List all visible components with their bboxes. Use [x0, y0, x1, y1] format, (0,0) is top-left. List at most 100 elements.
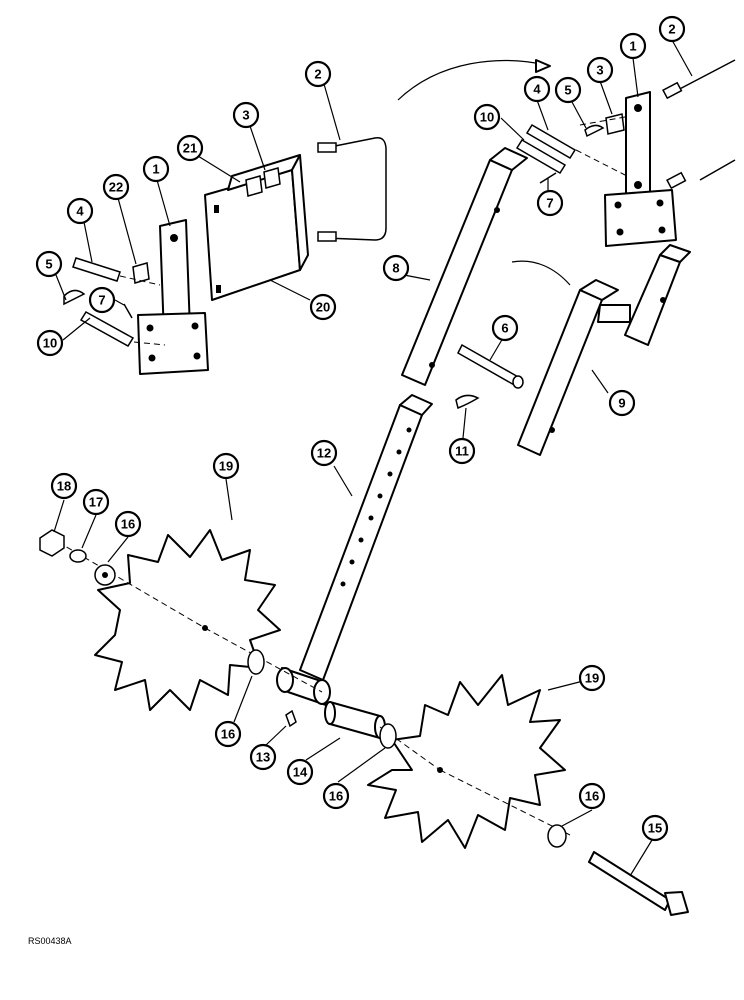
- washer-16-far: [547, 824, 567, 848]
- pin-right-2: [515, 138, 567, 175]
- callout-20: 20: [309, 293, 337, 321]
- callout-16-far: 16: [578, 782, 606, 810]
- callout-9: 9: [608, 389, 636, 417]
- pin-left-2: [79, 310, 135, 348]
- svg-text:10: 10: [480, 110, 494, 125]
- clip-right: [584, 124, 605, 138]
- callout-18: 18: [50, 472, 78, 500]
- callout-22: 22: [102, 173, 130, 201]
- svg-text:3: 3: [242, 108, 249, 123]
- svg-text:3: 3: [596, 63, 603, 78]
- svg-text:16: 16: [221, 727, 235, 742]
- pin-6: [457, 343, 521, 388]
- tube-12: [276, 394, 433, 706]
- svg-text:18: 18: [57, 479, 71, 494]
- svg-text:13: 13: [256, 750, 270, 765]
- motion-arrowhead-top: [535, 59, 551, 73]
- callout-5-left: 5: [35, 250, 63, 278]
- callout-10-right: 10: [473, 103, 501, 131]
- svg-text:11: 11: [455, 444, 469, 459]
- nut-left-3: [263, 167, 281, 189]
- callout-21: 21: [176, 134, 204, 162]
- callout-14: 14: [286, 758, 314, 786]
- callout-16-left: 16: [114, 510, 142, 538]
- clamp-plate-left: [137, 312, 209, 375]
- svg-text:6: 6: [501, 321, 508, 336]
- bracket-9: [517, 244, 691, 456]
- svg-text:17: 17: [89, 495, 103, 510]
- washer-16-right: [379, 723, 397, 749]
- hardware-left: [39, 529, 567, 848]
- callout-1-left: 1: [142, 155, 170, 183]
- bolt-15: [588, 851, 689, 916]
- svg-text:15: 15: [648, 821, 662, 836]
- callout-8: 8: [382, 254, 410, 282]
- svg-text:21: 21: [183, 141, 197, 156]
- callout-11: 11: [448, 437, 476, 465]
- callout-5-right: 5: [554, 76, 582, 104]
- u-bolt-left: [324, 136, 387, 241]
- callout-19-right: 19: [578, 664, 606, 692]
- callout-3-right: 3: [586, 56, 614, 84]
- u-bolt-thread-left-1: [317, 142, 337, 153]
- svg-text:12: 12: [317, 446, 331, 461]
- svg-text:4: 4: [533, 82, 541, 97]
- u-bolt-thread-left-2: [317, 231, 337, 242]
- svg-text:16: 16: [585, 789, 599, 804]
- svg-text:4: 4: [76, 204, 84, 219]
- upper-right-bracket-assembly: [515, 59, 736, 247]
- svg-text:10: 10: [43, 336, 57, 351]
- u-bolt-thread-right-2: [666, 171, 687, 190]
- clip-left: [63, 289, 86, 306]
- reference-code: RS00438A: [28, 936, 72, 946]
- nut-18: [39, 529, 65, 557]
- svg-text:9: 9: [618, 396, 625, 411]
- motion-arrow-top: [397, 60, 547, 101]
- callout-12: 12: [310, 439, 338, 467]
- callout-4-left: 4: [66, 197, 94, 225]
- callout-1-right: 1: [619, 32, 647, 60]
- nut-left-22: [132, 262, 150, 284]
- washer-16-mid: [247, 649, 265, 675]
- pin-right-1: [525, 123, 577, 160]
- svg-text:7: 7: [546, 196, 553, 211]
- u-bolt-right: [671, 59, 736, 181]
- callout-2-left: 2: [304, 60, 332, 88]
- housing-side: [291, 154, 309, 271]
- svg-text:16: 16: [329, 789, 343, 804]
- callout-16-mid: 16: [214, 720, 242, 748]
- svg-text:1: 1: [152, 162, 159, 177]
- svg-text:16: 16: [121, 517, 135, 532]
- u-bolt-thread-right-1: [662, 81, 683, 100]
- svg-text:22: 22: [109, 180, 123, 195]
- callout-7-right: 7: [536, 189, 564, 217]
- assembly-lines-right: [575, 116, 626, 176]
- tube-8: [401, 147, 528, 386]
- svg-text:19: 19: [219, 459, 233, 474]
- nut-right: [605, 113, 625, 135]
- upper-left-bracket-assembly: [63, 136, 387, 375]
- clip-11: [455, 394, 480, 410]
- grease-fitting-13: [285, 709, 297, 728]
- pin-left-1: [72, 257, 121, 282]
- svg-text:5: 5: [45, 257, 52, 272]
- callout-7-left: 7: [88, 286, 116, 314]
- spiked-wheel-left: [94, 529, 281, 711]
- callout-4-right: 4: [523, 75, 551, 103]
- callout-16-right: 16: [322, 782, 350, 810]
- svg-text:14: 14: [293, 765, 308, 780]
- pin-6-head: [512, 375, 524, 389]
- svg-text:7: 7: [98, 293, 105, 308]
- leader-lines: [53, 39, 693, 877]
- callout-19-left: 19: [212, 452, 240, 480]
- svg-text:2: 2: [314, 67, 321, 82]
- lockwasher-17: [69, 549, 87, 563]
- svg-text:8: 8: [392, 261, 399, 276]
- nut-left-21: [245, 175, 263, 197]
- spacer-14: [324, 701, 386, 739]
- callout-17: 17: [82, 488, 110, 516]
- svg-text:20: 20: [316, 300, 330, 315]
- svg-text:1: 1: [629, 39, 636, 54]
- spiked-wheel-right: [367, 674, 566, 849]
